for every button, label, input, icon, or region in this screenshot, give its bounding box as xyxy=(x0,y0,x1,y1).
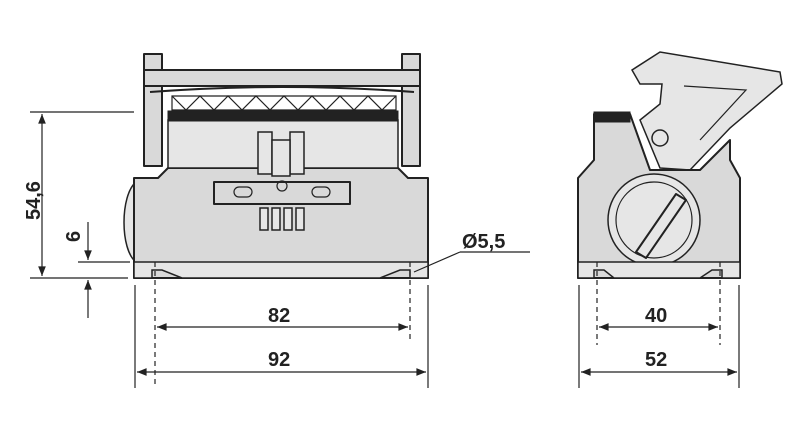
front-lever-lattice xyxy=(171,95,397,111)
front-base xyxy=(133,261,429,279)
dim-base-height-label: 6 xyxy=(63,231,85,242)
side-seal-band xyxy=(593,111,631,123)
dim-height-label: 54,6 xyxy=(23,181,45,220)
front-lever-bar xyxy=(143,69,421,87)
front-lever-curve xyxy=(149,86,415,93)
side-view xyxy=(577,51,783,388)
dimension-lines xyxy=(30,111,738,376)
dim-hole-diameter-label: Ø5,5 xyxy=(462,231,505,253)
dim-side-inner-label: 40 xyxy=(645,305,667,327)
dim-hole-leader xyxy=(413,251,461,273)
front-view xyxy=(123,53,429,388)
front-seal-band xyxy=(167,110,399,122)
side-round-cap xyxy=(607,173,701,267)
side-lever-hook xyxy=(630,51,783,171)
side-base xyxy=(577,261,741,279)
dim-front-inner-label: 82 xyxy=(268,305,290,327)
dim-side-outer-label: 52 xyxy=(645,349,667,371)
side-pivot xyxy=(651,129,669,147)
dim-front-outer-label: 92 xyxy=(268,349,290,371)
front-insert xyxy=(213,131,351,231)
